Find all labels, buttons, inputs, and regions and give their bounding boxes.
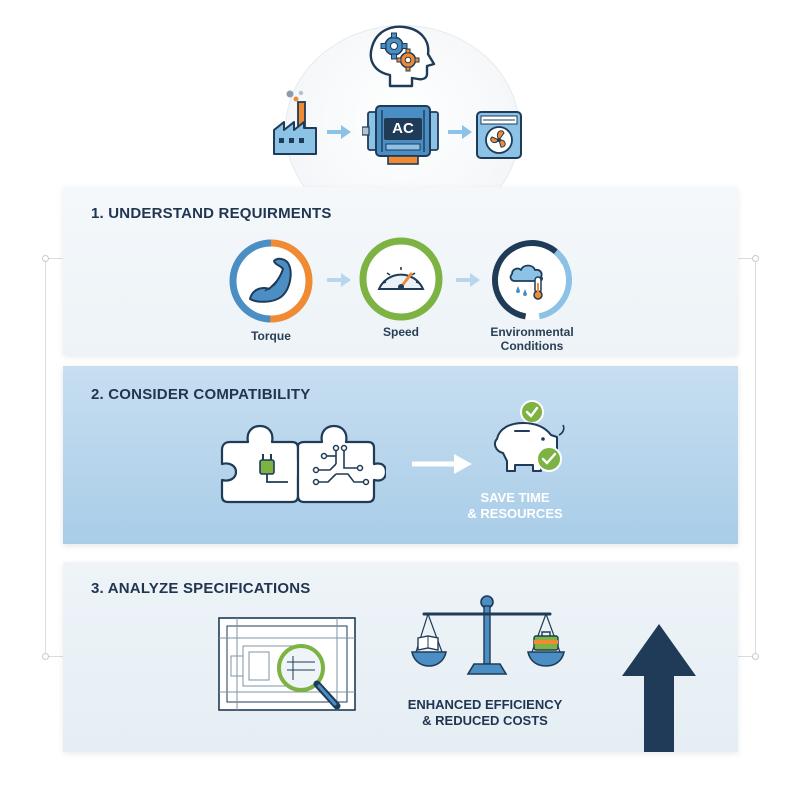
left-connector-dot-top [42,255,49,262]
step-3-panel: 3. ANALYZE SPECIFICATIONS [63,562,738,752]
efficiency-label: ENHANCED EFFICIENCY & REDUCED COSTS [400,697,570,729]
weather-thermometer-icon [492,240,572,320]
save-time-label: SAVE TIME & RESOURCES [455,490,575,522]
fan-unit-icon [476,111,522,159]
save-time-label-line-1: SAVE TIME [480,490,550,505]
environmental-conditions-label-line-2: Conditions [500,339,564,353]
arrow-right-icon [456,273,480,287]
piggy-bank-icon [494,400,565,472]
ac-motor-icon [362,105,439,165]
arrow-right-icon [448,125,472,139]
ac-motor-label: AC [392,120,414,137]
left-connector-bottom [45,656,63,657]
flexed-arm-icon [229,239,313,323]
save-time-label-line-2: & RESOURCES [467,506,563,521]
balance-scale-icon [411,595,565,675]
efficiency-label-line-2: & REDUCED COSTS [422,713,548,728]
arrow-right-icon [327,273,351,287]
left-connector-dot-bottom [42,653,49,660]
right-connector-dot-bottom [752,653,759,660]
blueprint-magnifier-icon [218,617,356,711]
right-connector-top [738,258,756,259]
right-connector-line [755,258,756,656]
right-connector-dot-top [752,255,759,262]
step-1-title: 1. UNDERSTAND REQUIRMENTS [91,205,332,222]
environmental-conditions-label: Environmental Conditions [472,325,592,353]
left-connector-top [45,258,63,259]
speed-label: Speed [382,325,419,339]
step-3-title: 3. ANALYZE SPECIFICATIONS [91,580,311,597]
puzzle-plug-circuit-icon [220,424,386,504]
step-2-title: 2. CONSIDER COMPATIBILITY [91,386,311,403]
left-connector-line [45,258,46,656]
arrow-right-icon [412,454,472,474]
factory-icon [273,90,317,155]
efficiency-label-line-1: ENHANCED EFFICIENCY [407,697,563,712]
up-arrow-icon [622,624,696,752]
environmental-conditions-label-line-1: Environmental [490,325,574,339]
torque-label: Torque [251,329,291,343]
step-2-panel: 2. CONSIDER COMPATIBILITY [63,366,738,544]
speedometer-icon [359,237,443,321]
arrow-right-icon [327,125,351,139]
right-connector-bottom [738,656,756,657]
head-gears-icon [369,25,436,88]
